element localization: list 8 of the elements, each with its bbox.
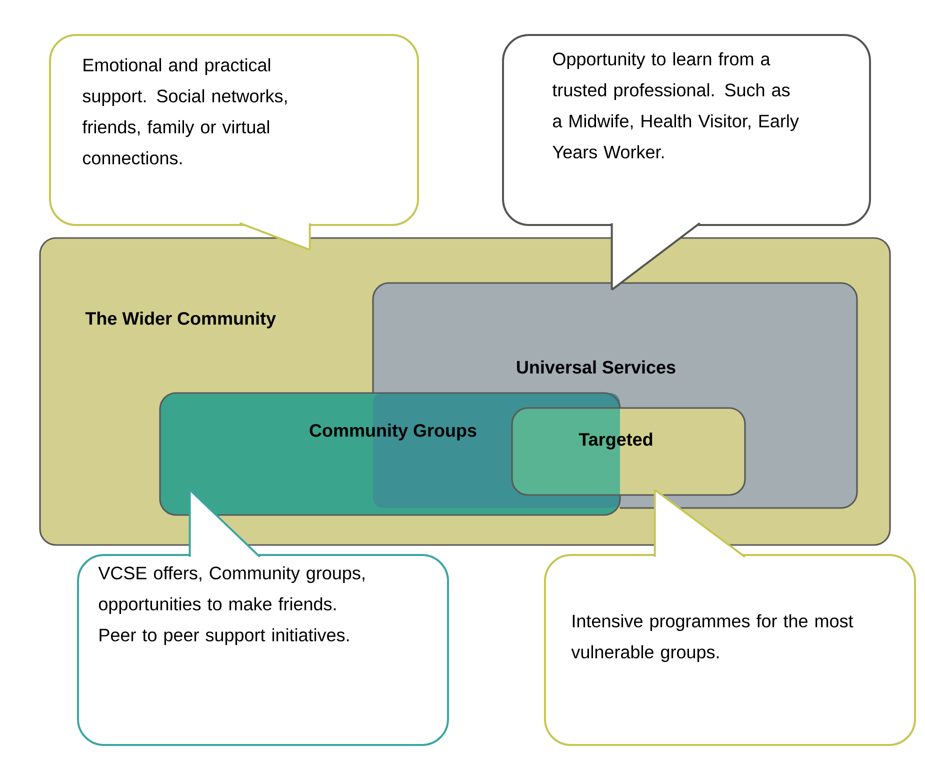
speech-bubble: Intensive programmes for the most vulnerable groups. [544,554,916,746]
speech-bubble: Opportunity to learn from a trusted professional. Such as a Midwife, Health Visitor, Early Years Worker. [502,34,872,226]
bubble-tail [654,488,746,558]
bubble-tail [238,222,311,251]
bubble-tail [188,488,261,558]
bubble-tail [610,222,701,291]
speech-bubble: Emotional and practical support. Social networks, friends, family or virtual connections. [49,34,419,226]
speech-bubble: VCSE offers, Community groups, opportunities to make friends. Peer to peer support initiatives. [77,554,449,746]
